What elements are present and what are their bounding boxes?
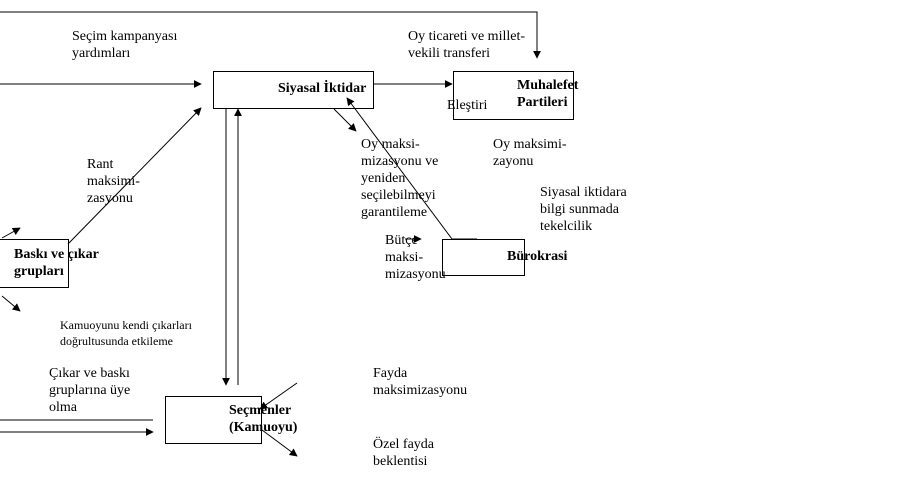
label-criticism: Eleştiri bbox=[447, 98, 488, 113]
secmenler-title: Seçmenler (Kamuoyu) bbox=[229, 403, 298, 435]
muhalefet-title: Muhalefet Partileri bbox=[517, 78, 579, 110]
label-utility-max: Fayda maksimizasyonu bbox=[373, 366, 468, 398]
siyasal-iktidar-box bbox=[213, 71, 374, 109]
top-loop-line bbox=[0, 11, 541, 59]
baski-title: Baskı ve çıkar grupları bbox=[14, 247, 99, 279]
rent-arrow bbox=[67, 107, 202, 245]
secmenler-box bbox=[165, 396, 262, 444]
baski-down-arrow bbox=[1, 295, 21, 312]
burokrasi-title: Bürokrasi bbox=[507, 249, 568, 264]
iktidar-vote-max-arrow bbox=[333, 108, 357, 132]
siyasal-iktidar-title: Siyasal İktidar bbox=[278, 81, 367, 96]
baski-box bbox=[0, 239, 69, 288]
label-campaign-support: Seçim kampanyası yardımları bbox=[72, 29, 178, 61]
label-rent: Rant maksimi- zasyonu bbox=[87, 157, 140, 206]
label-vote-max-reelection: Oy maksi- mizasyonu ve yeniden seçilebil… bbox=[361, 137, 439, 220]
label-vote-trading: Oy ticareti ve millet- vekili transferi bbox=[408, 29, 526, 61]
label-group-membership: Çıkar ve baskı gruplarına üye olma bbox=[49, 366, 131, 415]
muhalefet-box bbox=[453, 71, 574, 120]
burokrasi-box bbox=[442, 239, 525, 276]
label-information-monopoly: Siyasal iktidara bilgi sunmada tekelcili… bbox=[540, 185, 627, 234]
baski-up-arrow bbox=[1, 227, 21, 239]
label-budget-max: Bütçe maksi- mizasyonu bbox=[385, 233, 446, 282]
utility-in-arrow bbox=[259, 382, 298, 410]
label-vote-max-opposition: Oy maksimi- zayonu bbox=[493, 137, 567, 169]
label-private-utility: Özel fayda beklentisi bbox=[373, 437, 435, 469]
label-influence-public: Kamuoyunu kendi çıkarları doğrultusunda … bbox=[60, 318, 192, 348]
private-utility-arrow bbox=[261, 429, 298, 457]
